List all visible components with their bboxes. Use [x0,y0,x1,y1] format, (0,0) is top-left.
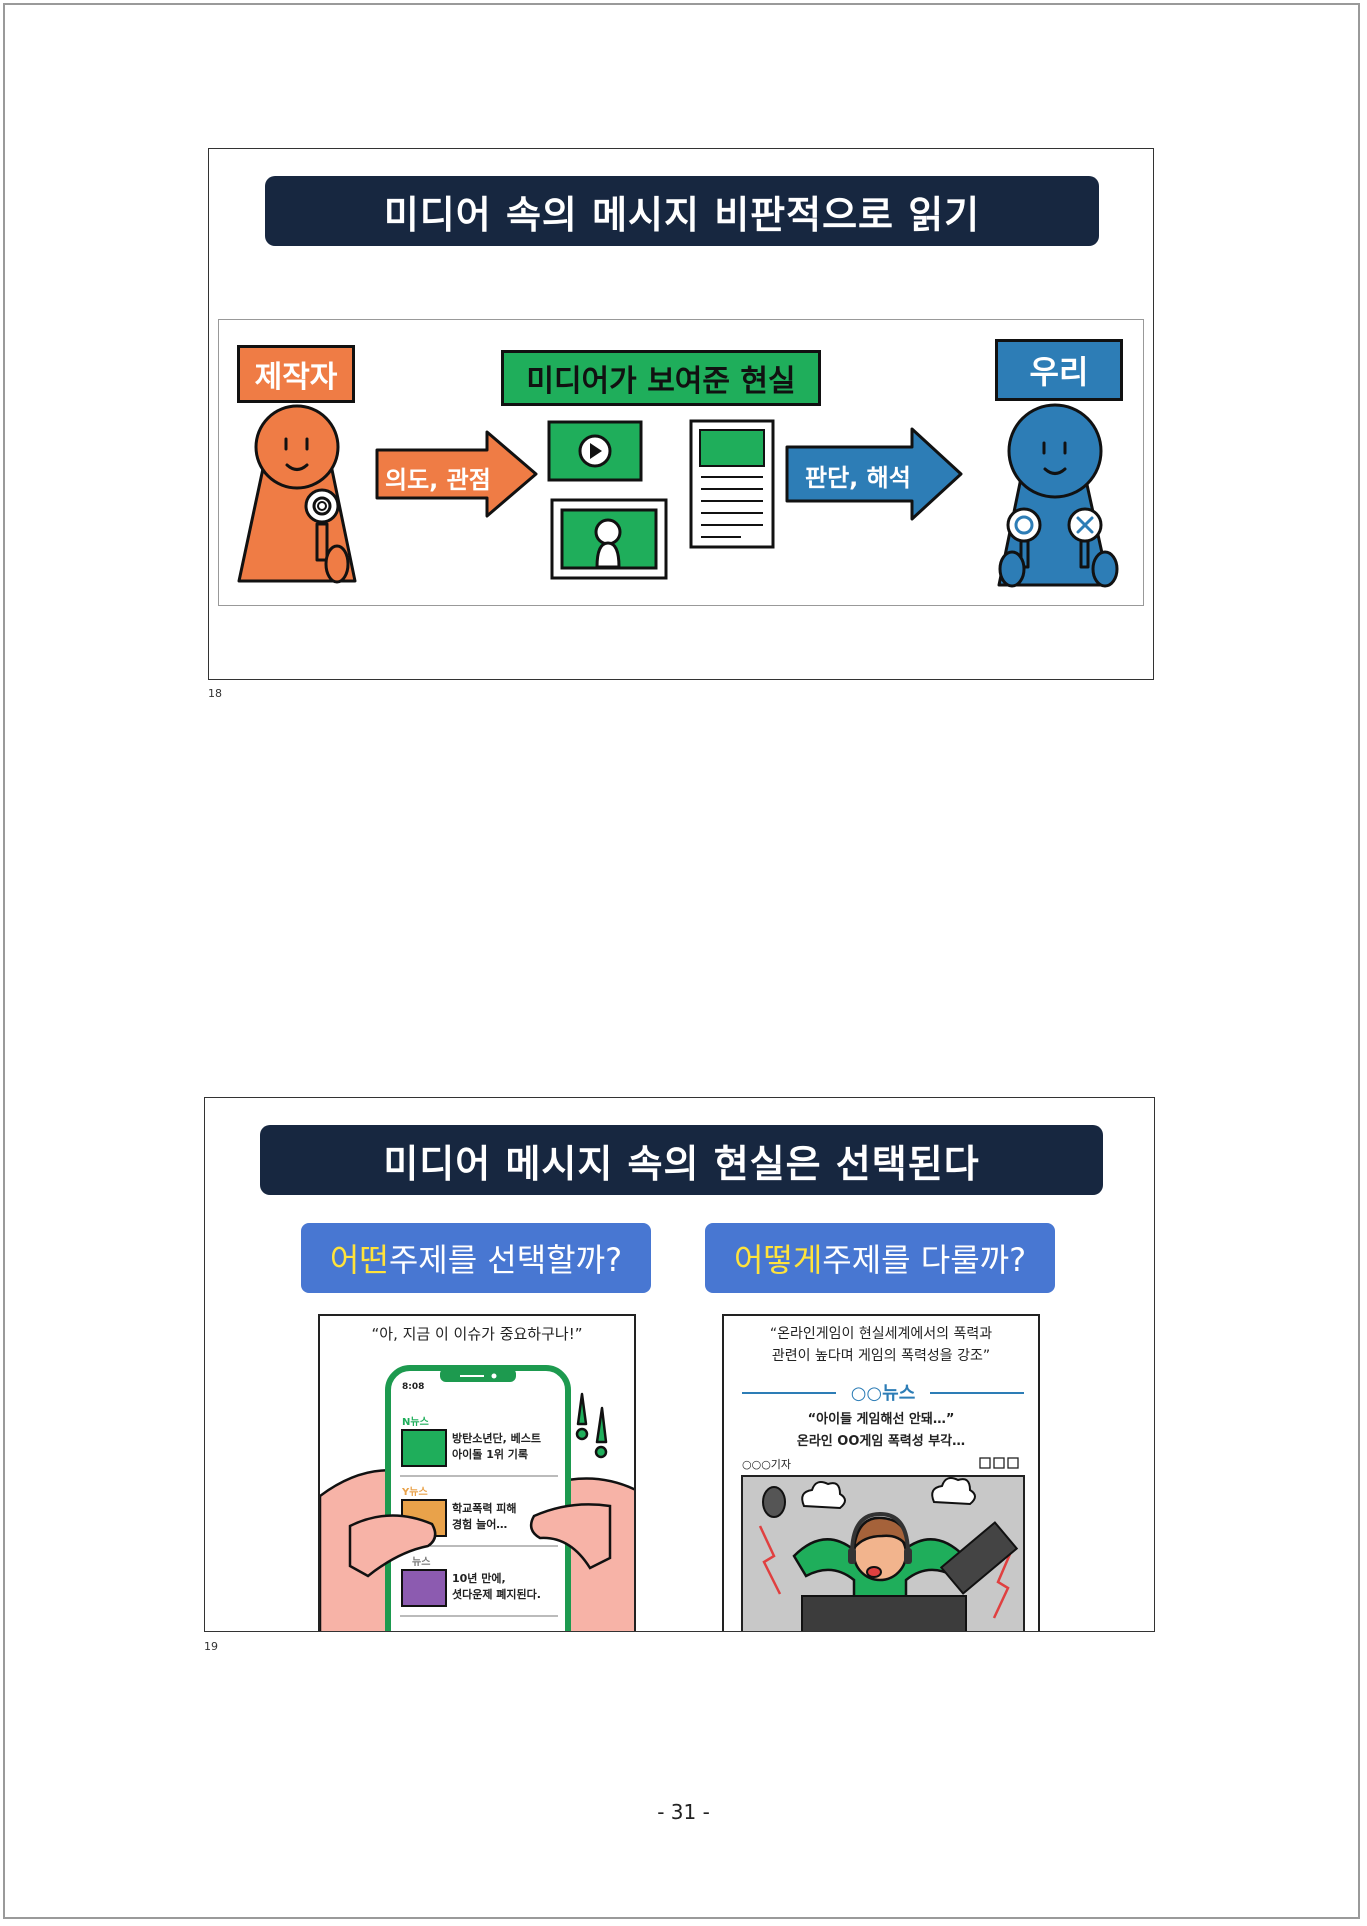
keyboard-icon [939,1521,1019,1595]
phone-illustration [320,1365,634,1631]
right-quote-line1: “온라인게임이 현실세계에서의 폭력과 [769,1326,993,1342]
producer-label: 제작자 [237,345,355,403]
right-quote-line2: 관련이 높다며 게임의 폭력성을 강조” [771,1348,991,1364]
phone-item-source: Y뉴스 [402,1487,428,1498]
how-rest: 주제를 다룰까? [822,1241,1027,1279]
page-number: - 31 - [657,1800,710,1824]
phone-item-source: 뉴스 [412,1557,431,1568]
intent-arrow [375,430,538,518]
phone-panel: “아, 지금 이 이슈가 중요하구나!” [318,1314,636,1631]
mouse-icon [762,1486,786,1518]
angry-gamer-illustration [741,1457,1025,1631]
judgment-arrow [785,427,963,521]
slide-18-number: 18 [208,687,222,700]
how-topic-question: 어떻게 주제를 다룰까? [705,1223,1055,1293]
cross-x-icon [1076,516,1094,534]
news-brand: ○○뉴스 [836,1379,930,1405]
producer-figure [237,404,357,584]
news-headline-2: 온라인 OO게임 폭력성 부각… [796,1434,966,1449]
news-panel: “온라인게임이 현실세계에서의 폭력과 관련이 높다며 게임의 폭력성을 강조”… [722,1314,1040,1631]
media-reality-label: 미디어가 보여준 현실 [501,350,821,406]
which-highlight: 어떤 [329,1241,389,1279]
exclamation-icon [575,1392,608,1459]
phone-time: 8:08 [402,1382,425,1392]
slide-19-number: 19 [204,1640,218,1653]
left-quote: “아, 지금 이 이슈가 중요하구나!” [371,1325,583,1343]
judgment-arrow-label: 판단, 해석 [805,464,911,492]
which-rest: 주제를 선택할까? [388,1241,623,1279]
headset-icon [848,1511,912,1564]
slide-19: 미디어 메시지 속의 현실은 선택된다 어떤 주제를 선택할까? 어떻게 주제를… [204,1097,1155,1632]
phone-item-source: N뉴스 [402,1417,429,1428]
share-boxes-icon [979,1457,1019,1469]
page-frame [3,3,1360,1919]
intent-arrow-label: 의도, 관점 [385,466,491,494]
steam-cloud-icon [801,1477,976,1510]
phone-item-title: 10년 만에,셧다운제 폐지된다. [452,1572,541,1601]
circle-o-icon [1014,515,1034,535]
photo-frame-icon [550,498,668,580]
reporter-name: ○○○기자 [742,1458,792,1471]
magnifier-icon [317,501,327,511]
which-topic-question: 어떤 주제를 선택할까? [301,1223,651,1293]
news-headline-1: “아이들 게임해선 안돼…” [807,1412,955,1427]
video-screen-icon [547,420,643,482]
slide-18: 미디어 속의 메시지 비판적으로 읽기 제작자 미디어가 보여준 현실 우리 [208,148,1154,680]
media-flow-illustration [237,403,1119,588]
us-label: 우리 [995,339,1123,401]
slide-19-title: 미디어 메시지 속의 현실은 선택된다 [260,1125,1103,1195]
illustration-frame [218,319,1144,606]
document-icon [689,419,775,549]
us-figure [997,403,1119,588]
how-highlight: 어떻게 [733,1241,823,1279]
slide-18-title: 미디어 속의 메시지 비판적으로 읽기 [265,176,1099,246]
